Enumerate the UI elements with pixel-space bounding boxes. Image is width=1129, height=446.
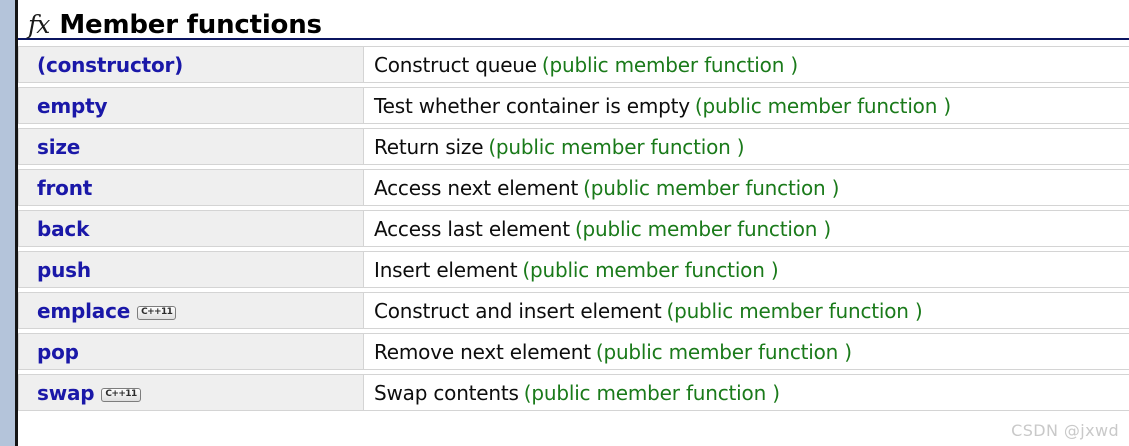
member-function-link[interactable]: pop (37, 339, 79, 364)
member-function-description-cell: Return size(public member function ) (363, 128, 1129, 165)
member-function-name-cell: pop (18, 333, 363, 370)
member-function-name-cell: emplace C++11 (18, 292, 363, 329)
description-text: Access next element (374, 175, 579, 200)
description-text: Access last element (374, 216, 570, 241)
table-row: front Access next element(public member f… (18, 169, 1129, 206)
description-text: Swap contents (374, 380, 519, 405)
table-row: empty Test whether container is empty(pub… (18, 87, 1129, 124)
member-function-name-cell: empty (18, 87, 363, 124)
description-note: (public member function ) (583, 175, 840, 200)
description-text: Construct queue (374, 52, 537, 77)
member-function-link[interactable]: (constructor) (37, 52, 184, 77)
member-function-link[interactable]: emplace (37, 298, 131, 323)
member-functions-table-body: (constructor)Construct queue(public memb… (18, 46, 1129, 411)
page-margin-divider (15, 0, 18, 446)
member-function-link[interactable]: empty (37, 93, 108, 118)
description-text: Remove next element (374, 339, 591, 364)
table-row: pop Remove next element(public member fun… (18, 333, 1129, 370)
description-note: (public member function ) (666, 298, 923, 323)
member-function-link[interactable]: swap (37, 380, 95, 405)
member-function-description-cell: Remove next element(public member functi… (363, 333, 1129, 370)
cpp11-badge: C++11 (137, 305, 177, 320)
page-margin-strip (0, 0, 15, 446)
member-function-link[interactable]: front (37, 175, 93, 200)
member-function-name-cell: swap C++11 (18, 374, 363, 411)
member-function-name-cell: back (18, 210, 363, 247)
table-row: size Return size(public member function ) (18, 128, 1129, 165)
table-row: push Insert element(public member functio… (18, 251, 1129, 288)
description-note: (public member function ) (694, 93, 951, 118)
content-area: fx Member functions (constructor) Constru… (18, 0, 1129, 446)
description-note: (public member function ) (488, 134, 745, 159)
member-function-link[interactable]: size (37, 134, 81, 159)
watermark: CSDN @jxwd (1011, 421, 1119, 440)
description-text: Construct and insert element (374, 298, 662, 323)
member-function-description-cell: Construct queue(public member function ) (363, 46, 1129, 83)
table-row: swap C++11 Swap contents(public member fun… (18, 374, 1129, 411)
description-text: Insert element (374, 257, 518, 282)
member-function-link[interactable]: back (37, 216, 90, 241)
member-function-name-cell: push (18, 251, 363, 288)
cpp11-badge: C++11 (101, 387, 141, 402)
description-note: (public member function ) (522, 257, 779, 282)
member-function-description-cell: Access next element(public member functi… (363, 169, 1129, 206)
header-divider (18, 38, 1129, 40)
member-function-description-cell: Access last element(public member functi… (363, 210, 1129, 247)
description-note: (public member function ) (541, 52, 798, 77)
description-text: Return size (374, 134, 484, 159)
description-note: (public member function ) (574, 216, 831, 241)
section-header: fx Member functions (18, 0, 1129, 39)
table-row: back Access last element(public member fu… (18, 210, 1129, 247)
member-function-name-cell: size (18, 128, 363, 165)
table-row: (constructor) Construct queue(public memb… (18, 46, 1129, 83)
description-text: Test whether container is empty (374, 93, 690, 118)
table-row: emplace C++11 Construct and insert element… (18, 292, 1129, 329)
member-function-description-cell: Test whether container is empty(public m… (363, 87, 1129, 124)
member-function-name-cell: (constructor) (18, 46, 363, 83)
member-functions-table: (constructor)Construct queue(public memb… (18, 42, 1129, 415)
member-function-description-cell: Insert element(public member function ) (363, 251, 1129, 288)
member-function-name-cell: front (18, 169, 363, 206)
member-function-description-cell: Construct and insert element(public memb… (363, 292, 1129, 329)
member-function-description-cell: Swap contents(public member function ) (363, 374, 1129, 411)
description-note: (public member function ) (523, 380, 780, 405)
description-note: (public member function ) (595, 339, 852, 364)
page-title: Member functions (59, 10, 322, 40)
fx-icon: fx (28, 10, 50, 39)
member-function-link[interactable]: push (37, 257, 91, 282)
